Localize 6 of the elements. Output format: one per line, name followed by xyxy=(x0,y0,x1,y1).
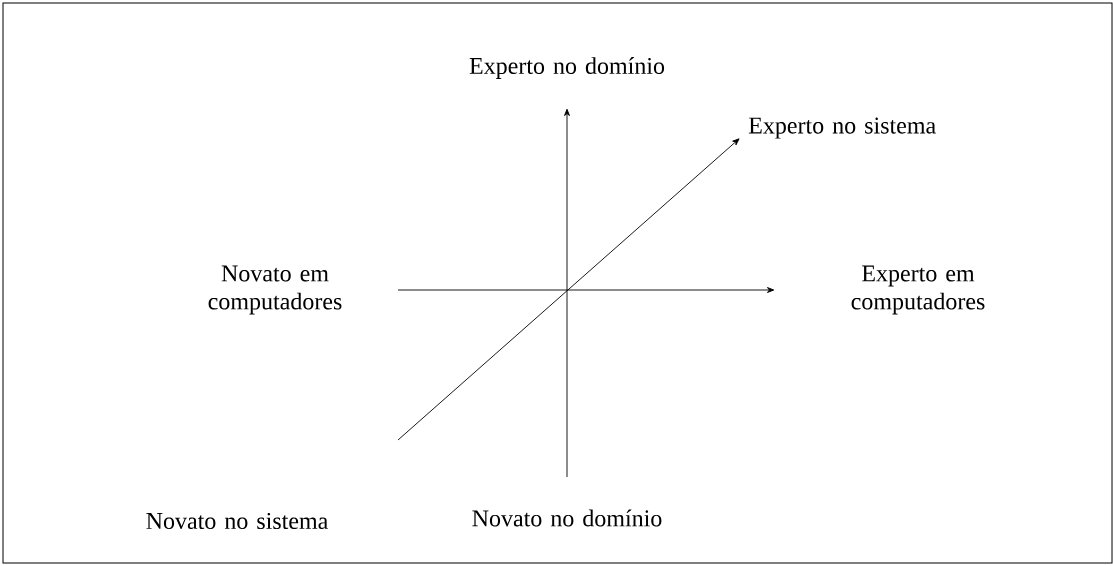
axis-label: Novato no domínio xyxy=(472,509,662,527)
axis-label: Experto em computadores xyxy=(851,265,985,315)
axis-label: Experto no domínio xyxy=(469,57,665,79)
axis-label: Novato no sistema xyxy=(146,512,328,530)
axis-label: Novato em computadores xyxy=(208,265,342,315)
axis-label: Experto no sistema xyxy=(748,117,936,139)
